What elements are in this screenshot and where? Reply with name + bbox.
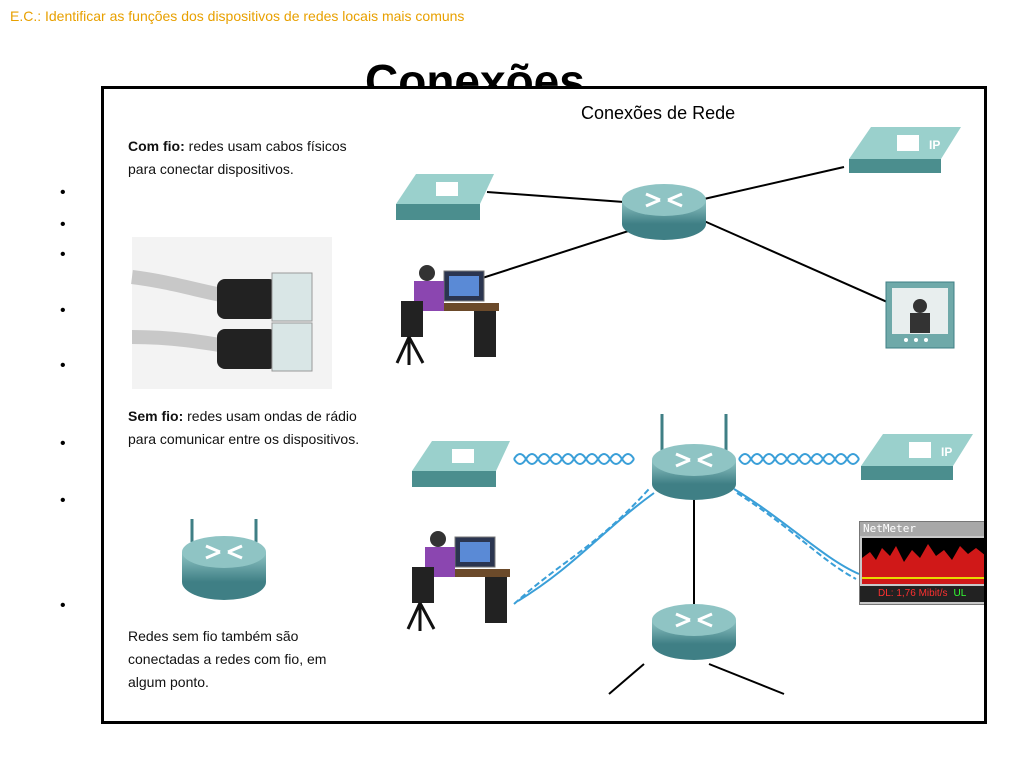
- wired-text: redes usam cabos físicos para conectar d…: [128, 138, 347, 177]
- page-title: Conexões: [365, 56, 585, 87]
- bullet: •: [60, 492, 66, 509]
- telephone-icon: [412, 441, 510, 487]
- bullet: •: [60, 302, 66, 319]
- subtitle: E.C.: Identificar as funções dos disposi…: [10, 8, 465, 24]
- wireless-text: redes usam ondas de rádio para comunicar…: [128, 408, 360, 447]
- netmeter-title: NetMeter: [860, 522, 984, 536]
- wireless-router-icon: [652, 414, 736, 500]
- network-diagram-frame: Conexões de Rede Com fio: redes usam cab…: [101, 86, 987, 724]
- bullet: •: [60, 597, 66, 614]
- netmeter-download: DL: 1,76 Mibit/s: [878, 588, 948, 599]
- bullet: •: [60, 216, 66, 233]
- wireless-note: Redes sem fio também são conectadas a re…: [128, 628, 327, 690]
- bullet: •: [60, 246, 66, 263]
- wireless-links: [513, 453, 860, 605]
- netmeter-graph: [862, 538, 984, 584]
- router-icon: [622, 184, 706, 240]
- wired-description: Com fio: redes usam cabos físicos para c…: [128, 135, 348, 181]
- ip-phone-icon: IP: [849, 127, 961, 173]
- svg-text:IP: IP: [941, 445, 952, 459]
- wired-links: [447, 166, 895, 695]
- wireless-router-icon: [182, 519, 266, 600]
- workstation-icon: [406, 531, 510, 631]
- telephone-icon: [396, 174, 494, 220]
- router-icon: [652, 604, 736, 660]
- ethernet-cable-icon: [131, 237, 332, 389]
- netmeter-widget[interactable]: NetMeter DL: 1,76 Mibit/s UL: [859, 521, 984, 605]
- diagram-title: Conexões de Rede: [581, 103, 736, 123]
- traffic-graph-icon: [862, 544, 984, 584]
- bullet: •: [60, 357, 66, 374]
- bullet: •: [60, 184, 66, 201]
- bullet: •: [60, 435, 66, 452]
- wireless-description: Sem fio: redes usam ondas de rádio para …: [128, 405, 368, 451]
- network-diagram: IP IP: [131, 127, 973, 695]
- wireless-label: Sem fio:: [128, 408, 184, 424]
- svg-text:IP: IP: [929, 138, 940, 152]
- workstation-icon: [395, 265, 499, 365]
- wired-label: Com fio:: [128, 138, 185, 154]
- ip-phone-icon: IP: [861, 434, 973, 480]
- video-monitor-icon: [885, 281, 955, 349]
- netmeter-readout: DL: 1,76 Mibit/s UL: [860, 586, 984, 602]
- netmeter-upload: UL: [953, 588, 967, 599]
